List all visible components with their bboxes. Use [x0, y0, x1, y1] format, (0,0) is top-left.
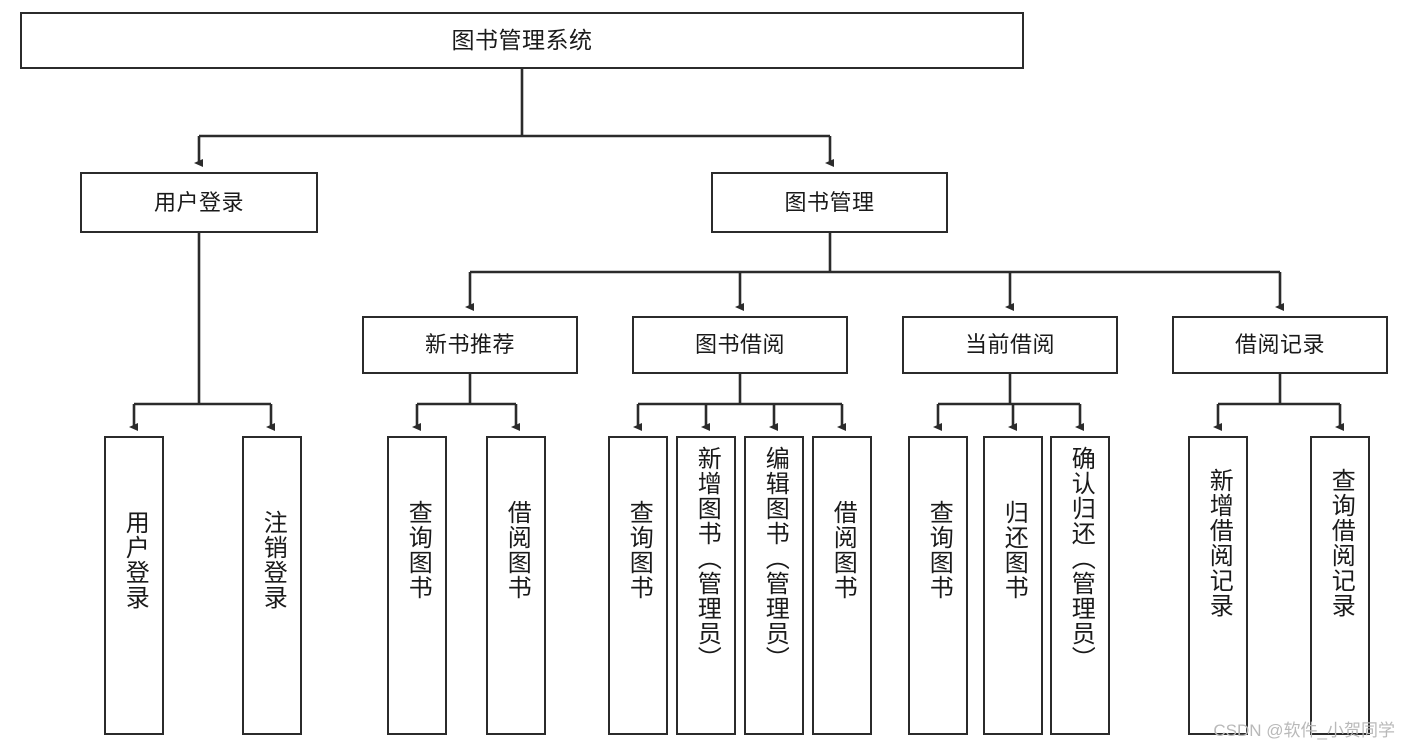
node-leaf-query-book-3-label: 查询图书: [925, 500, 953, 600]
node-leaf-user-login[interactable]: 用户登录: [104, 436, 164, 735]
node-current-borrow[interactable]: 当前借阅: [902, 316, 1118, 374]
node-leaf-borrow-book-2-label: 借阅图书: [829, 500, 857, 600]
node-leaf-add-book[interactable]: 新增图书（管理员）: [676, 436, 736, 735]
node-leaf-query-book-1-label: 查询图书: [404, 500, 432, 600]
node-new-book-recommend[interactable]: 新书推荐: [362, 316, 578, 374]
node-user-login[interactable]: 用户登录: [80, 172, 318, 233]
node-leaf-borrow-book-1[interactable]: 借阅图书: [486, 436, 546, 735]
node-leaf-user-login-label: 用户登录: [121, 510, 149, 610]
node-book-borrow[interactable]: 图书借阅: [632, 316, 848, 374]
node-leaf-return-book-label: 归还图书: [1000, 500, 1028, 600]
node-leaf-borrow-book-2[interactable]: 借阅图书: [812, 436, 872, 735]
node-new-book-recommend-label: 新书推荐: [424, 332, 515, 358]
node-leaf-logout-label: 注销登录: [259, 510, 287, 610]
node-leaf-add-record-label: 新增借阅记录: [1205, 468, 1233, 618]
node-leaf-add-book-label: 新增图书（管理员）: [693, 446, 721, 671]
node-leaf-query-record[interactable]: 查询借阅记录: [1310, 436, 1370, 735]
node-leaf-edit-book-label: 编辑图书（管理员）: [761, 446, 789, 671]
node-leaf-logout[interactable]: 注销登录: [242, 436, 302, 735]
node-leaf-query-book-1[interactable]: 查询图书: [387, 436, 447, 735]
node-current-borrow-label: 当前借阅: [964, 332, 1055, 358]
watermark-text: CSDN @软件_小贺同学: [1213, 721, 1395, 740]
node-book-manage-label: 图书管理: [784, 189, 875, 215]
node-leaf-borrow-book-1-label: 借阅图书: [503, 500, 531, 600]
node-root-label: 图书管理系统: [451, 27, 593, 54]
node-leaf-query-book-2-label: 查询图书: [625, 500, 653, 600]
node-user-login-label: 用户登录: [153, 189, 244, 215]
node-leaf-query-record-label: 查询借阅记录: [1327, 468, 1355, 618]
node-leaf-query-book-3[interactable]: 查询图书: [908, 436, 968, 735]
node-root[interactable]: 图书管理系统: [20, 12, 1024, 69]
node-leaf-query-book-2[interactable]: 查询图书: [608, 436, 668, 735]
node-book-manage[interactable]: 图书管理: [711, 172, 948, 233]
node-leaf-return-book[interactable]: 归还图书: [983, 436, 1043, 735]
node-leaf-confirm-return[interactable]: 确认归还（管理员）: [1050, 436, 1110, 735]
node-leaf-add-record[interactable]: 新增借阅记录: [1188, 436, 1248, 735]
node-leaf-edit-book[interactable]: 编辑图书（管理员）: [744, 436, 804, 735]
node-book-borrow-label: 图书借阅: [694, 332, 785, 358]
node-borrow-record[interactable]: 借阅记录: [1172, 316, 1388, 374]
node-borrow-record-label: 借阅记录: [1234, 332, 1325, 358]
node-leaf-confirm-return-label: 确认归还（管理员）: [1067, 446, 1095, 671]
